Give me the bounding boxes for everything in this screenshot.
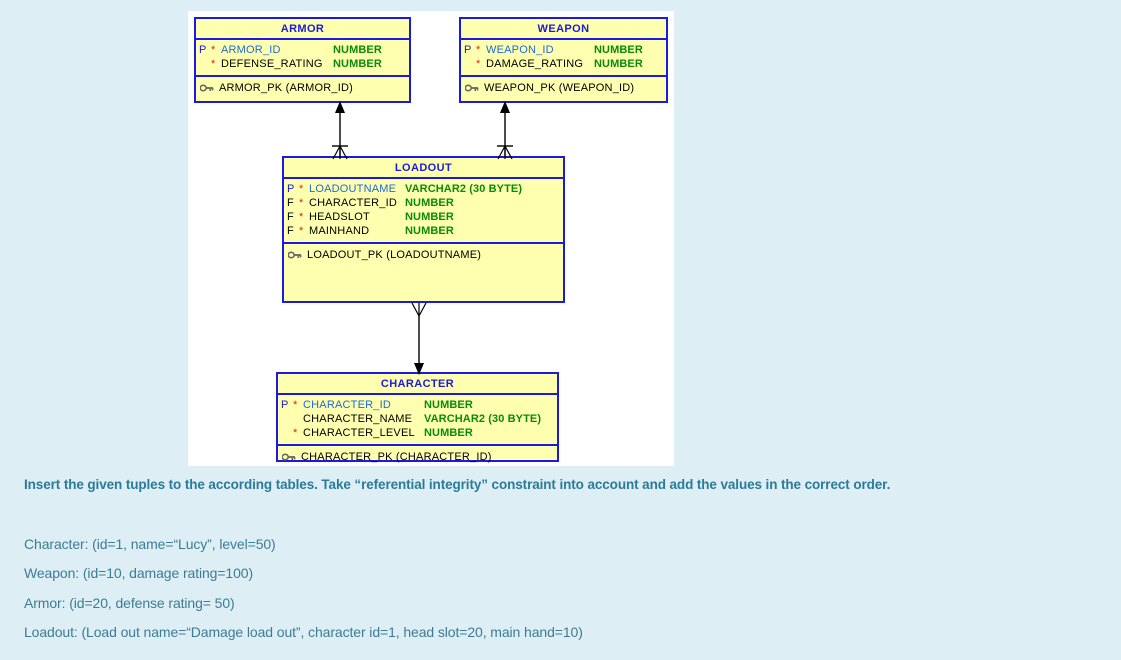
entity-character-attributes: P * CHARACTER_ID NUMBER CHARACTER_NAME V… <box>278 395 557 446</box>
entity-loadout[interactable]: LOADOUT P * LOADOUTNAME VARCHAR2 (30 BYT… <box>282 156 565 303</box>
attribute-row: F * CHARACTER_ID NUMBER <box>284 196 563 210</box>
attribute-name: DEFENSE_RATING <box>221 58 323 70</box>
attribute-key-marker: F <box>287 211 294 223</box>
primary-key-row: CHARACTER_PK (CHARACTER_ID) <box>278 450 557 464</box>
key-icon <box>464 83 479 93</box>
attribute-name: WEAPON_ID <box>486 44 554 56</box>
primary-key-row: WEAPON_PK (WEAPON_ID) <box>461 81 666 95</box>
attribute-name: ARMOR_ID <box>221 44 281 56</box>
entity-loadout-title: LOADOUT <box>284 158 563 179</box>
attribute-row: * DEFENSE_RATING NUMBER <box>196 57 409 71</box>
exercise-prompt: Insert the given tuples to the according… <box>24 477 891 492</box>
entity-armor[interactable]: ARMOR P * ARMOR_ID NUMBER * DEFENSE_RATI… <box>194 17 411 103</box>
tuple-line-weapon: Weapon: (id=10, damage rating=100) <box>24 565 254 581</box>
attribute-key-marker: P <box>199 44 207 56</box>
entity-weapon-title: WEAPON <box>461 19 666 40</box>
relationship-loadout-character[interactable] <box>407 299 431 377</box>
attribute-key-marker: F <box>287 225 294 237</box>
primary-key-label: LOADOUT_PK (LOADOUTNAME) <box>307 249 482 261</box>
entity-weapon-attributes: P * WEAPON_ID NUMBER * DAMAGE_RATING NUM… <box>461 40 666 77</box>
attribute-name: CHARACTER_ID <box>303 399 391 411</box>
entity-armor-attributes: P * ARMOR_ID NUMBER * DEFENSE_RATING NUM… <box>196 40 409 77</box>
entity-loadout-keys: LOADOUT_PK (LOADOUTNAME) <box>284 244 563 265</box>
attribute-type: VARCHAR2 (30 BYTE) <box>405 183 523 195</box>
attribute-type: NUMBER <box>333 58 382 70</box>
attribute-mandatory-marker: * <box>299 197 304 209</box>
attribute-mandatory-marker: * <box>299 225 304 237</box>
attribute-mandatory-marker: * <box>293 427 298 439</box>
tuple-line-armor: Armor: (id=20, defense rating= 50) <box>24 595 235 611</box>
primary-key-row: LOADOUT_PK (LOADOUTNAME) <box>284 248 563 262</box>
attribute-row: P * LOADOUTNAME VARCHAR2 (30 BYTE) <box>284 182 563 196</box>
attribute-type: VARCHAR2 (30 BYTE) <box>424 413 542 425</box>
attribute-type: NUMBER <box>405 211 454 223</box>
attribute-row: F * HEADSLOT NUMBER <box>284 210 563 224</box>
entity-armor-title: ARMOR <box>196 19 409 40</box>
attribute-key-marker: P <box>287 183 295 195</box>
attribute-row: F * MAINHAND NUMBER <box>284 224 563 238</box>
attribute-row: P * ARMOR_ID NUMBER <box>196 43 409 57</box>
attribute-mandatory-marker: * <box>476 58 481 70</box>
attribute-row: P * CHARACTER_ID NUMBER <box>278 398 557 412</box>
attribute-row: CHARACTER_NAME VARCHAR2 (30 BYTE) <box>278 412 557 426</box>
attribute-type: NUMBER <box>594 58 643 70</box>
key-icon <box>281 452 296 462</box>
attribute-mandatory-marker: * <box>293 399 298 411</box>
primary-key-label: ARMOR_PK (ARMOR_ID) <box>219 82 353 94</box>
attribute-key-marker: P <box>464 44 472 56</box>
primary-key-row: ARMOR_PK (ARMOR_ID) <box>196 81 409 95</box>
attribute-key-marker: F <box>287 197 294 209</box>
attribute-name: MAINHAND <box>309 225 370 237</box>
tuple-line-loadout: Loadout: (Load out name=“Damage load out… <box>24 624 583 640</box>
attribute-type: NUMBER <box>424 399 473 411</box>
attribute-name: HEADSLOT <box>309 211 370 223</box>
attribute-name: CHARACTER_LEVEL <box>303 427 415 439</box>
entity-armor-keys: ARMOR_PK (ARMOR_ID) <box>196 77 409 98</box>
primary-key-label: CHARACTER_PK (CHARACTER_ID) <box>301 451 492 463</box>
attribute-type: NUMBER <box>405 197 454 209</box>
attribute-row: * CHARACTER_LEVEL NUMBER <box>278 426 557 440</box>
attribute-type: NUMBER <box>594 44 643 56</box>
entity-character[interactable]: CHARACTER P * CHARACTER_ID NUMBER CHARAC… <box>276 372 559 463</box>
attribute-mandatory-marker: * <box>299 211 304 223</box>
attribute-key-marker: P <box>281 399 289 411</box>
attribute-mandatory-marker: * <box>211 58 216 70</box>
attribute-mandatory-marker: * <box>476 44 481 56</box>
attribute-name: CHARACTER_ID <box>309 197 397 209</box>
attribute-name: DAMAGE_RATING <box>486 58 584 70</box>
erd-diagram-panel: ARMOR P * ARMOR_ID NUMBER * DEFENSE_RATI… <box>188 11 674 466</box>
primary-key-label: WEAPON_PK (WEAPON_ID) <box>484 82 635 94</box>
entity-character-title: CHARACTER <box>278 374 557 395</box>
attribute-row: P * WEAPON_ID NUMBER <box>461 43 666 57</box>
key-icon <box>287 250 302 260</box>
attribute-mandatory-marker: * <box>211 44 216 56</box>
attribute-row: * DAMAGE_RATING NUMBER <box>461 57 666 71</box>
entity-loadout-attributes: P * LOADOUTNAME VARCHAR2 (30 BYTE) F * C… <box>284 179 563 244</box>
key-icon <box>199 83 214 93</box>
tuple-line-character: Character: (id=1, name=“Lucy”, level=50) <box>24 536 276 552</box>
attribute-type: NUMBER <box>405 225 454 237</box>
relationship-loadout-weapon[interactable] <box>493 99 517 161</box>
entity-weapon[interactable]: WEAPON P * WEAPON_ID NUMBER * DAMAGE_RAT… <box>459 17 668 103</box>
entity-weapon-keys: WEAPON_PK (WEAPON_ID) <box>461 77 666 98</box>
attribute-name: LOADOUTNAME <box>309 183 397 195</box>
relationship-loadout-armor[interactable] <box>328 99 352 161</box>
attribute-mandatory-marker: * <box>299 183 304 195</box>
attribute-type: NUMBER <box>424 427 473 439</box>
attribute-type: NUMBER <box>333 44 382 56</box>
entity-character-keys: CHARACTER_PK (CHARACTER_ID) <box>278 446 557 467</box>
attribute-name: CHARACTER_NAME <box>303 413 413 425</box>
